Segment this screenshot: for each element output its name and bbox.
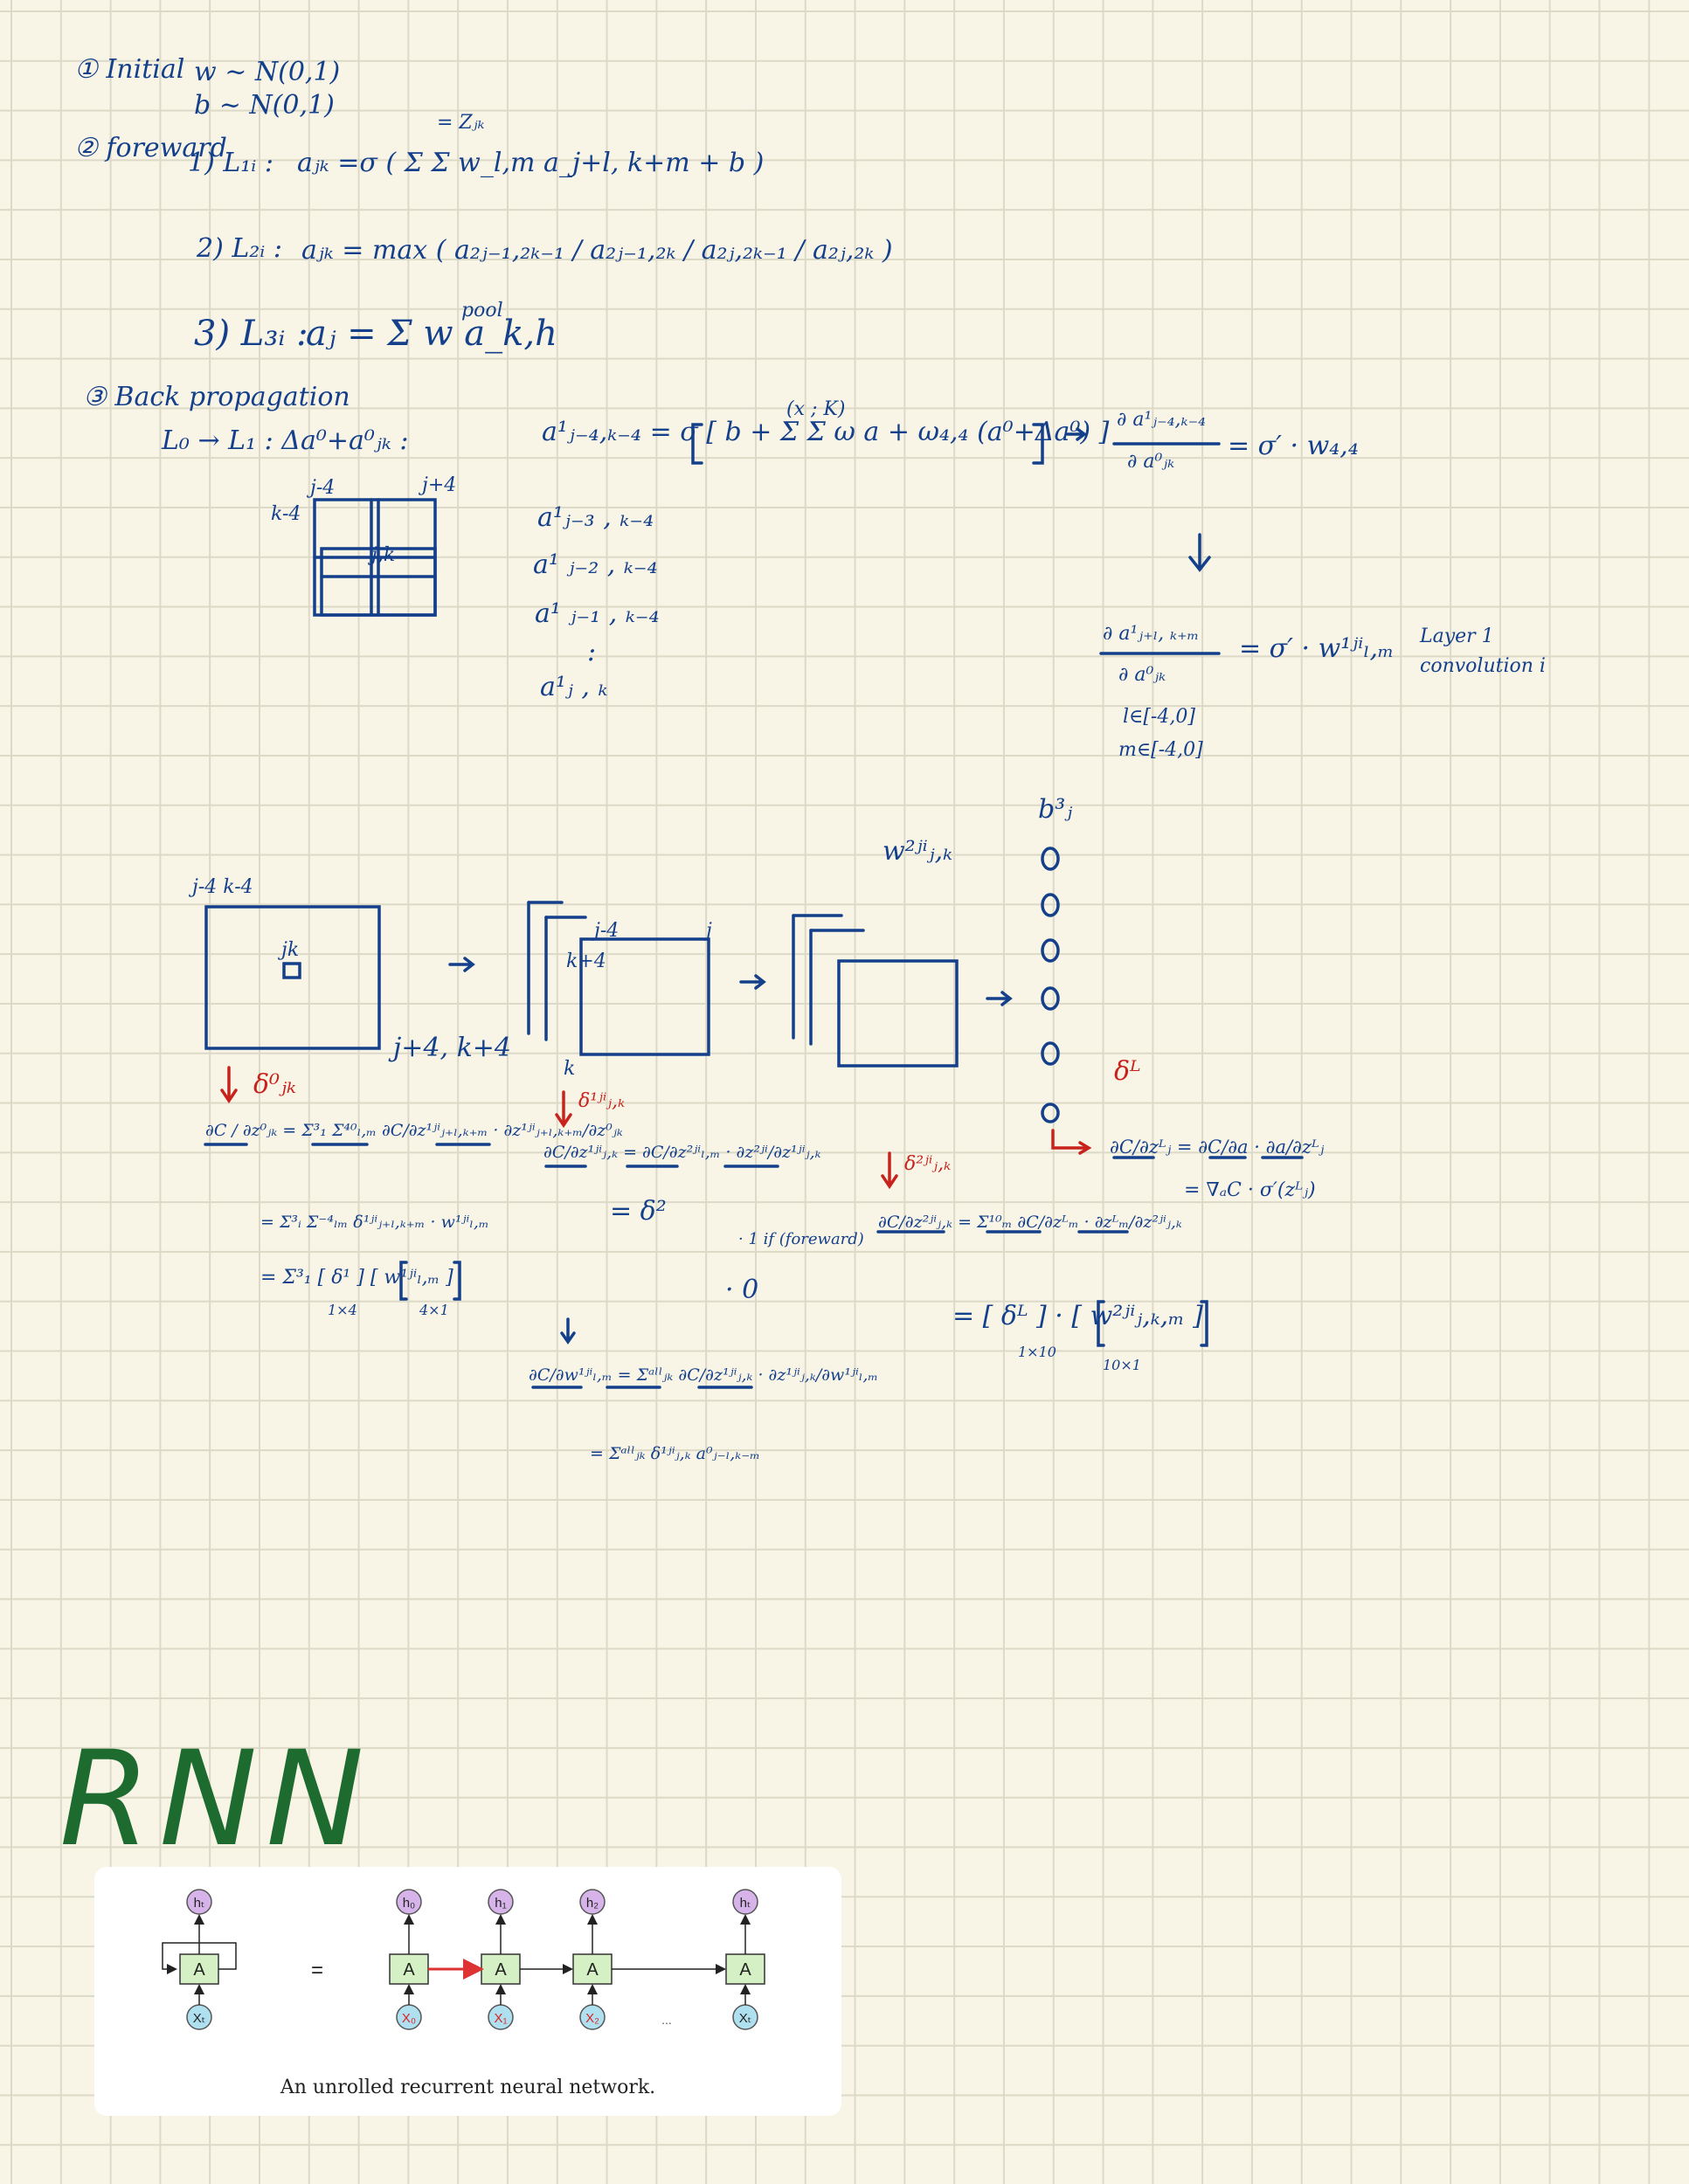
rnn-input-label: X₀ — [402, 2011, 416, 2026]
rnn-caption: An unrolled recurrent neural network. — [280, 2077, 656, 2098]
input-center-label: jk — [281, 939, 300, 961]
w-init-text: w ~ N(0,1) — [194, 57, 341, 87]
rnn-input-label: Xₜ — [739, 2011, 751, 2026]
conv-k4-label: k+4 — [566, 950, 606, 972]
layer-note-2: convolution i — [1420, 655, 1546, 677]
rnn-cell-label: A — [586, 1960, 599, 1980]
eq-mid-zero: · 0 — [725, 1275, 759, 1305]
delta-1-label: δ¹ʲⁱⱼ,ₖ — [578, 1090, 626, 1112]
rnn-cell-box — [389, 1953, 429, 1985]
z-annotation: = Zⱼₖ — [437, 112, 485, 134]
conv-j-label: j — [706, 920, 712, 942]
rnn-hidden-label: hₜ — [194, 1896, 205, 1911]
activation-list-item: a¹ ⱼ₋₂ , ₖ₋₄ — [533, 549, 658, 580]
rnn-cell-label: A — [193, 1960, 205, 1980]
dim-1x4: 1×4 — [328, 1302, 357, 1318]
input-bottom-label: j+4, k+4 — [393, 1033, 511, 1063]
l0-l1-label: L₀ → L₁ : Δa⁰+a⁰ⱼₖ : — [162, 425, 409, 456]
grid-label-k4: k-4 — [271, 503, 301, 525]
eq-right-1: ∂C/∂z²ʲⁱⱼ,ₖ = Σ¹⁰ₘ ∂C/∂zᴸₘ · ∂zᴸₘ/∂z²ʲⁱⱼ… — [878, 1213, 1182, 1232]
rnn-hidden-label: hₜ — [740, 1896, 751, 1911]
eq-left-2: = Σ³ᵢ Σ⁻⁴ₗₘ δ¹ʲⁱⱼ₊ₗ,ₖ₊ₘ · w¹ʲⁱₗ,ₘ — [260, 1213, 489, 1232]
grid-label-j4: j-4 — [310, 477, 336, 499]
l2-formula: aⱼₖ = max ( a₂ⱼ₋₁,₂ₖ₋₁ / a₂ⱼ₋₁,₂ₖ / a₂ⱼ,… — [301, 235, 893, 266]
eq-mid-3: ∂C/∂w¹ʲⁱₗ,ₘ = Σᵃˡˡⱼₖ ∂C/∂z¹ʲⁱⱼ,ₖ · ∂z¹ʲⁱ… — [529, 1365, 879, 1385]
rnn-hidden-label: h₀ — [403, 1896, 416, 1911]
l2-label: 2) L₂ᵢ : — [197, 233, 282, 264]
dim-1x10: 1×10 — [1018, 1344, 1056, 1360]
dim-10x1: 10×1 — [1103, 1357, 1141, 1373]
pool-annotation: pool — [461, 300, 503, 321]
deriv1-denominator: ∂ a⁰ⱼₖ — [1127, 451, 1175, 473]
delta-2-label: δ²ʲⁱⱼ,ₖ — [904, 1153, 952, 1175]
step-backprop-label: ③ Back propagation — [83, 382, 350, 412]
b-init-text: b ~ N(0,1) — [194, 90, 335, 121]
eq-mid-2: = δ² — [610, 1196, 667, 1227]
activation-list-item: : — [587, 637, 597, 667]
rnn-cell-label: A — [739, 1960, 751, 1980]
grid-label-jplus4: j+4 — [422, 474, 457, 496]
deriv2-denominator: ∂ a⁰ⱼₖ — [1118, 664, 1166, 686]
rnn-hidden-label: h₁ — [495, 1896, 506, 1911]
conv-k-label: k — [564, 1058, 576, 1080]
delta-L-label: δᴸ — [1114, 1056, 1141, 1087]
activation-list-item: a¹ⱼ , ₖ — [540, 672, 608, 702]
rnn-ellipsis: ... — [661, 2013, 672, 2027]
dim-4x1: 4×1 — [419, 1302, 449, 1318]
rnn-input-label: X₁ — [494, 2011, 507, 2026]
rnn-input-label: Xₜ — [193, 2011, 205, 2026]
bias-label: b³ⱼ — [1038, 794, 1073, 825]
input-map — [204, 905, 381, 1050]
conv-top-label: j-4 — [594, 920, 620, 942]
rnn-cell-box — [725, 1953, 765, 1985]
step-forward-label: ② foreward — [74, 133, 227, 163]
eq-out-1: ∂C/∂zᴸⱼ = ∂C/∂a · ∂a/∂zᴸⱼ — [1110, 1137, 1325, 1158]
step-initial-label: ① Initial — [74, 54, 185, 85]
eq-right-2: = [ δᴸ ] · [ w²ʲⁱⱼ,ₖ,ₘ ] — [952, 1301, 1203, 1331]
eq-left-1: ∂C / ∂z⁰ⱼₖ = Σ³₁ Σ⁴⁰ₗ,ₘ ∂C/∂z¹ʲⁱⱼ₊ₗ,ₖ₊ₘ … — [205, 1121, 623, 1140]
rnn-title: RNN — [59, 1724, 373, 1876]
rnn-self-loop-arrow — [162, 1942, 237, 1974]
main-equation: a¹ⱼ₋₄,ₖ₋₄ = σ [ b + Σ Σ ω a + ω₄,₄ (a⁰+Δ… — [542, 417, 1110, 447]
layer-note-1: Layer 1 — [1420, 625, 1494, 647]
deriv1-numerator: ∂ a¹ⱼ₋₄,ₖ₋₄ — [1117, 409, 1206, 431]
eq-mid-4: = Σᵃˡˡⱼₖ δ¹ʲⁱⱼ,ₖ a⁰ⱼ₋ₗ,ₖ₋ₘ — [590, 1444, 760, 1463]
l3-formula: aⱼ = Σ w a_k,h — [306, 314, 557, 354]
l1-formula: aⱼₖ =σ ( Σ Σ w_l,m a_j+l, k+m + b ) — [297, 148, 765, 178]
range-m: m∈[-4,0] — [1118, 739, 1203, 761]
input-topleft-label: j-4 k-4 — [192, 876, 253, 898]
activation-list-item: a¹ⱼ₋₃ , ₖ₋₄ — [537, 502, 654, 533]
l3-label: 3) L₃ᵢ : — [194, 314, 308, 354]
eq-mid-1: ∂C/∂z¹ʲⁱⱼ,ₖ = ∂C/∂z²ʲⁱₗ,ₘ · ∂z²ʲⁱ/∂z¹ʲⁱⱼ… — [543, 1143, 821, 1162]
deriv2-numerator: ∂ a¹ⱼ₊ₗ, ₖ₊ₘ — [1103, 623, 1200, 645]
l1-label: 1) L₁ᵢ : — [188, 148, 273, 178]
rnn-equals-sign: = — [311, 1959, 323, 1982]
eq-out-2: = ∇ₐC · σ′(zᴸⱼ) — [1184, 1179, 1316, 1201]
rnn-hidden-label: h₂ — [586, 1896, 599, 1911]
range-l: l∈[-4,0] — [1123, 706, 1195, 728]
deriv2-rhs: = σ′ · w¹ʲⁱₗ,ₘ — [1239, 633, 1395, 664]
rnn-cell-label: A — [495, 1960, 507, 1980]
rnn-input-label: X₂ — [585, 2011, 599, 2026]
w-layer2-label: w²ʲⁱⱼ,ₖ — [883, 836, 953, 867]
eq-left-3: = Σ³₁ [ δ¹ ] [ w¹ʲⁱₗ,ₘ ] — [260, 1267, 453, 1289]
delta-0-label: δ⁰ⱼₖ — [253, 1069, 296, 1100]
rnn-cell-label: A — [403, 1960, 415, 1980]
conv-map-1 — [579, 937, 710, 1056]
xk-annotation: (x ; K) — [786, 398, 846, 420]
eq-mid-if: · 1 if (foreward) — [738, 1230, 864, 1248]
activation-list-item: a¹ ⱼ₋₁ , ₖ₋₄ — [535, 598, 660, 629]
deriv1-rhs: = σ′ · w₄,₄ — [1228, 431, 1359, 461]
conv-map-2 — [837, 959, 959, 1068]
